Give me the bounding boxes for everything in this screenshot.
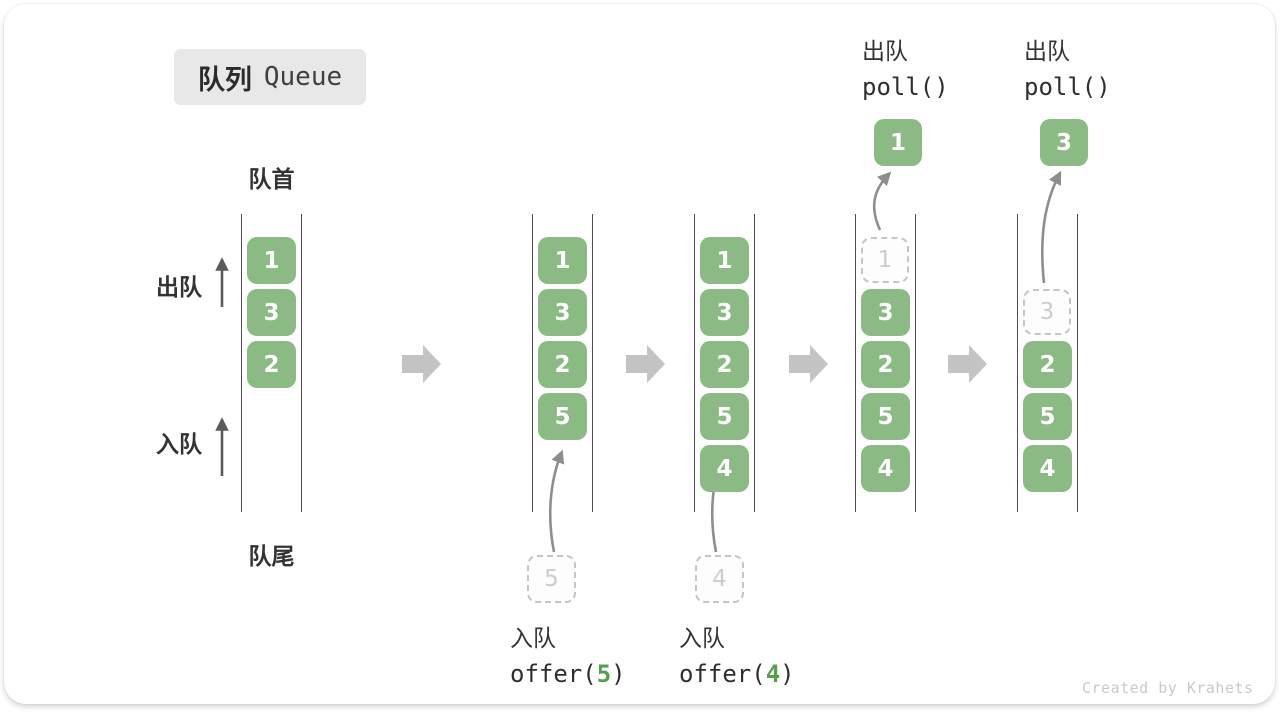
- operation-code-label: poll(): [1024, 73, 1111, 101]
- queue-item: 5: [861, 393, 910, 440]
- queue-item: 4: [700, 445, 749, 492]
- state-transition-arrow-icon: [789, 345, 828, 383]
- enqueue-side-label: 入队: [156, 431, 202, 457]
- queue-item: 1: [700, 237, 749, 284]
- queue-item: 5: [1023, 393, 1072, 440]
- incoming-item-dashed: 5: [527, 555, 576, 603]
- code-text: ): [611, 660, 626, 688]
- code-arg: 5: [596, 660, 612, 688]
- queue-column-4: 1 3 2 5 4: [855, 214, 916, 512]
- queue-rear-label: 队尾: [248, 543, 295, 569]
- queue-item: 3: [247, 289, 296, 336]
- enqueue-operation-label: 入队 offer(5): [510, 619, 626, 688]
- queue-item: 3: [700, 289, 749, 336]
- queue-column-1: 1 3 2: [241, 214, 302, 512]
- code-text: ): [780, 660, 795, 688]
- watermark: Created by Krahets: [1082, 679, 1254, 697]
- operation-zh-label: 出队: [862, 38, 908, 64]
- dequeued-item: 3: [1040, 119, 1088, 166]
- queue-item: 2: [700, 341, 749, 388]
- code-arg: 4: [765, 660, 781, 688]
- operation-code-label: poll(): [862, 73, 949, 101]
- arrows-layer: [215, 170, 1062, 553]
- code-text: offer(: [510, 660, 597, 688]
- operation-zh-label: 出队: [1024, 38, 1070, 64]
- queue-item: 5: [538, 393, 587, 440]
- queue-item: 4: [1023, 445, 1072, 492]
- queue-item: 1: [538, 237, 587, 284]
- queue-item: 2: [247, 341, 296, 388]
- queue-column-5: 3 2 5 4: [1017, 214, 1078, 512]
- state-transition-arrow-icon: [402, 345, 441, 383]
- code-text: offer(: [679, 660, 766, 688]
- operation-zh-label: 入队: [510, 625, 556, 651]
- queue-front-label: 队首: [248, 166, 295, 192]
- removed-item-dashed: 1: [861, 237, 909, 283]
- dequeue-side-label: 出队: [156, 274, 202, 300]
- operation-code-label: offer(4): [679, 660, 795, 688]
- dequeue-operation-label: 出队 poll(): [862, 32, 949, 101]
- queue-item: 4: [861, 445, 910, 492]
- dequeue-operation-label: 出队 poll(): [1024, 32, 1111, 101]
- queue-item: 1: [247, 237, 296, 284]
- queue-column-2: 1 3 2 5: [532, 214, 593, 512]
- diagram-card: 队列 Queue 队首 队尾 出队 入队 1 3 2 1 3 2 5 5 入队 …: [4, 4, 1275, 704]
- queue-item: 2: [538, 341, 587, 388]
- enqueue-operation-label: 入队 offer(4): [679, 619, 795, 688]
- queue-item: 5: [700, 393, 749, 440]
- title-en: Queue: [263, 62, 343, 92]
- dequeued-item: 1: [874, 119, 922, 166]
- queue-column-3: 1 3 2 5 4: [694, 214, 755, 512]
- incoming-item-dashed: 4: [695, 555, 744, 603]
- queue-item: 2: [861, 341, 910, 388]
- operation-zh-label: 入队: [679, 625, 725, 651]
- title-zh: 队列: [197, 64, 252, 95]
- operation-code-label: offer(5): [510, 660, 626, 688]
- queue-item: 3: [538, 289, 587, 336]
- queue-item: 2: [1023, 341, 1072, 388]
- queue-item: 3: [861, 289, 910, 336]
- state-transition-arrow-icon: [626, 345, 665, 383]
- title-box: 队列 Queue: [174, 49, 366, 105]
- removed-item-dashed: 3: [1023, 289, 1071, 335]
- state-transition-arrow-icon: [948, 345, 987, 383]
